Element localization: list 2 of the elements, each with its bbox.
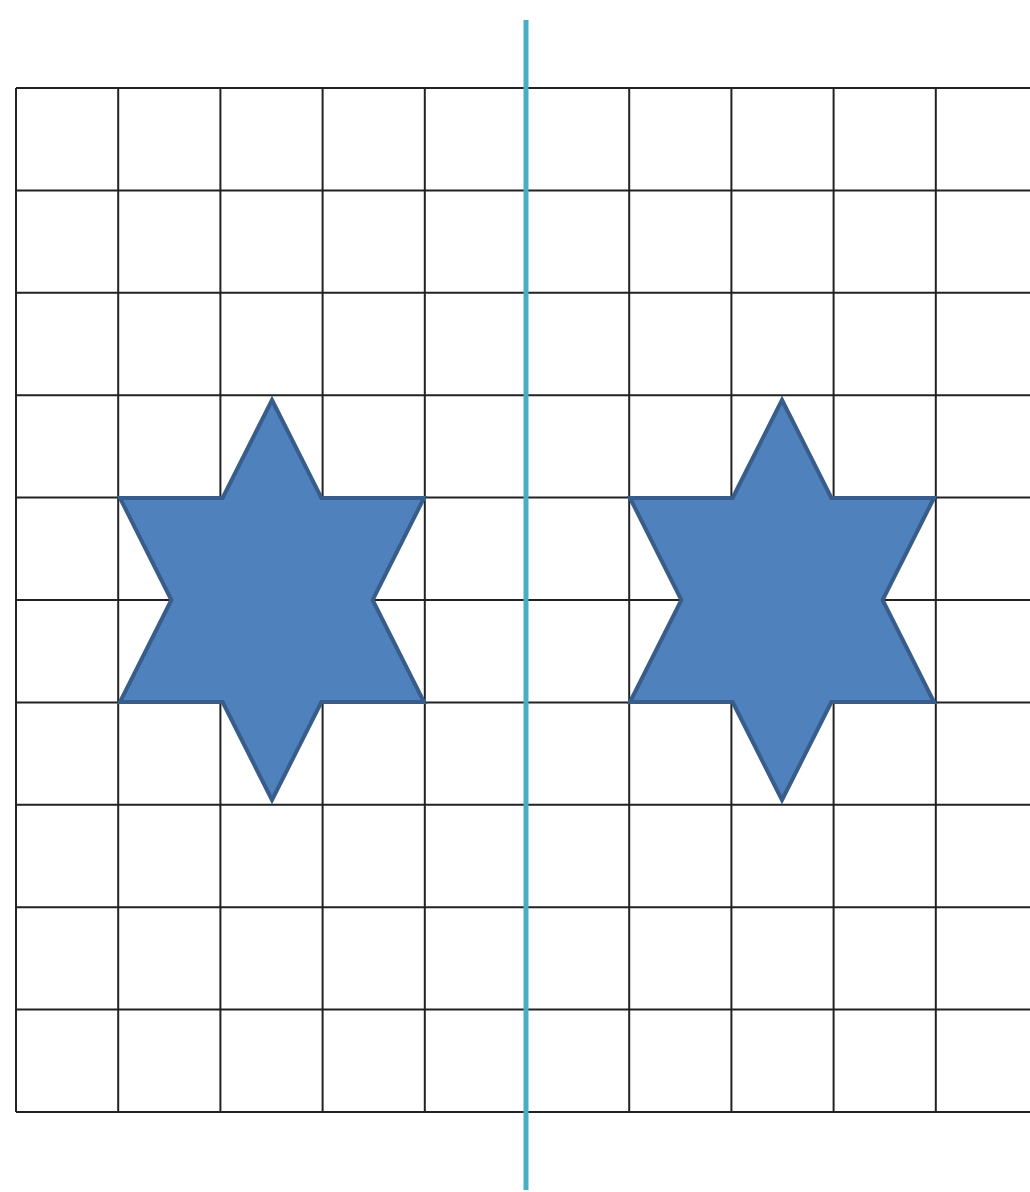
star-shape (116, 395, 428, 805)
star-shape (626, 395, 938, 805)
